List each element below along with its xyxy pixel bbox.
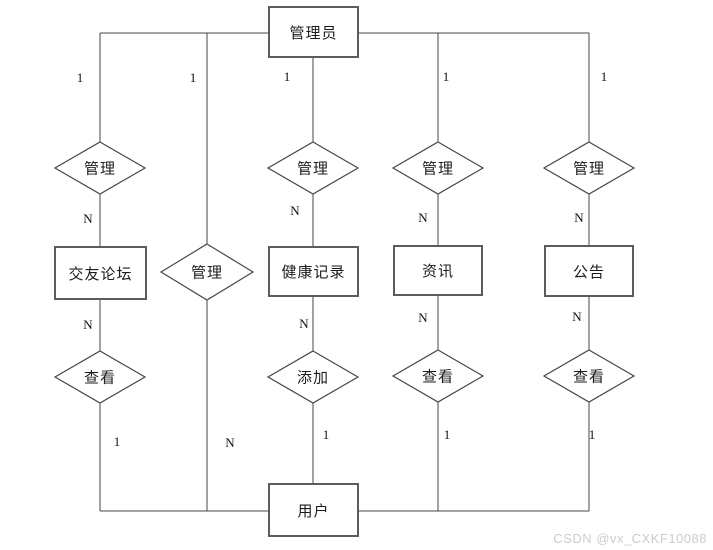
add-health-label: 添加 (296, 370, 330, 387)
view-news-label: 查看 (421, 369, 455, 386)
cardinality-label: 1 (600, 69, 608, 84)
cardinality-label: 1 (113, 434, 121, 449)
view-notice-label: 查看 (572, 369, 606, 386)
manage-notice-label: 管理 (572, 161, 606, 178)
manage-user-diamond (159, 243, 255, 301)
entity-notice: 公告 (544, 245, 634, 297)
manage-health-label: 管理 (296, 161, 330, 178)
cardinality-label: N (83, 317, 93, 332)
cardinality-label: 1 (322, 427, 330, 442)
cardinality-label: N (418, 310, 428, 325)
view-notice-diamond (542, 349, 636, 403)
cardinality-label: N (299, 316, 309, 331)
manage-notice-diamond (542, 141, 636, 195)
cardinality-label: 1 (442, 69, 450, 84)
view-forum-label: 查看 (83, 370, 117, 387)
cardinality-label: 1 (283, 69, 291, 84)
manage-health-diamond (266, 141, 360, 195)
manage-news-diamond (391, 141, 485, 195)
entity-admin: 管理员 (268, 6, 359, 58)
view-forum-diamond (53, 350, 147, 404)
view-news-diamond (391, 349, 485, 403)
manage-forum-diamond (53, 141, 147, 195)
cardinality-label: N (574, 210, 584, 225)
entity-forum: 交友论坛 (54, 246, 147, 300)
entity-news: 资讯 (393, 245, 483, 296)
cardinality-label: 1 (443, 427, 451, 442)
cardinality-label: N (83, 211, 93, 226)
cardinality-label: 1 (189, 70, 197, 85)
manage-forum-label: 管理 (83, 161, 117, 178)
cardinality-label: N (225, 435, 235, 450)
cardinality-label: N (290, 203, 300, 218)
manage-user-label: 管理 (190, 265, 224, 282)
cardinality-label: 1 (76, 70, 84, 85)
entity-health-record: 健康记录 (268, 246, 359, 297)
cardinality-label: 1 (588, 427, 596, 442)
manage-news-label: 管理 (421, 161, 455, 178)
entity-user: 用户 (268, 483, 359, 537)
csdn-watermark: CSDN @vx_CXKF10088 (553, 531, 707, 546)
cardinality-label: N (418, 210, 428, 225)
cardinality-label: N (572, 309, 582, 324)
add-health-diamond (266, 350, 360, 404)
